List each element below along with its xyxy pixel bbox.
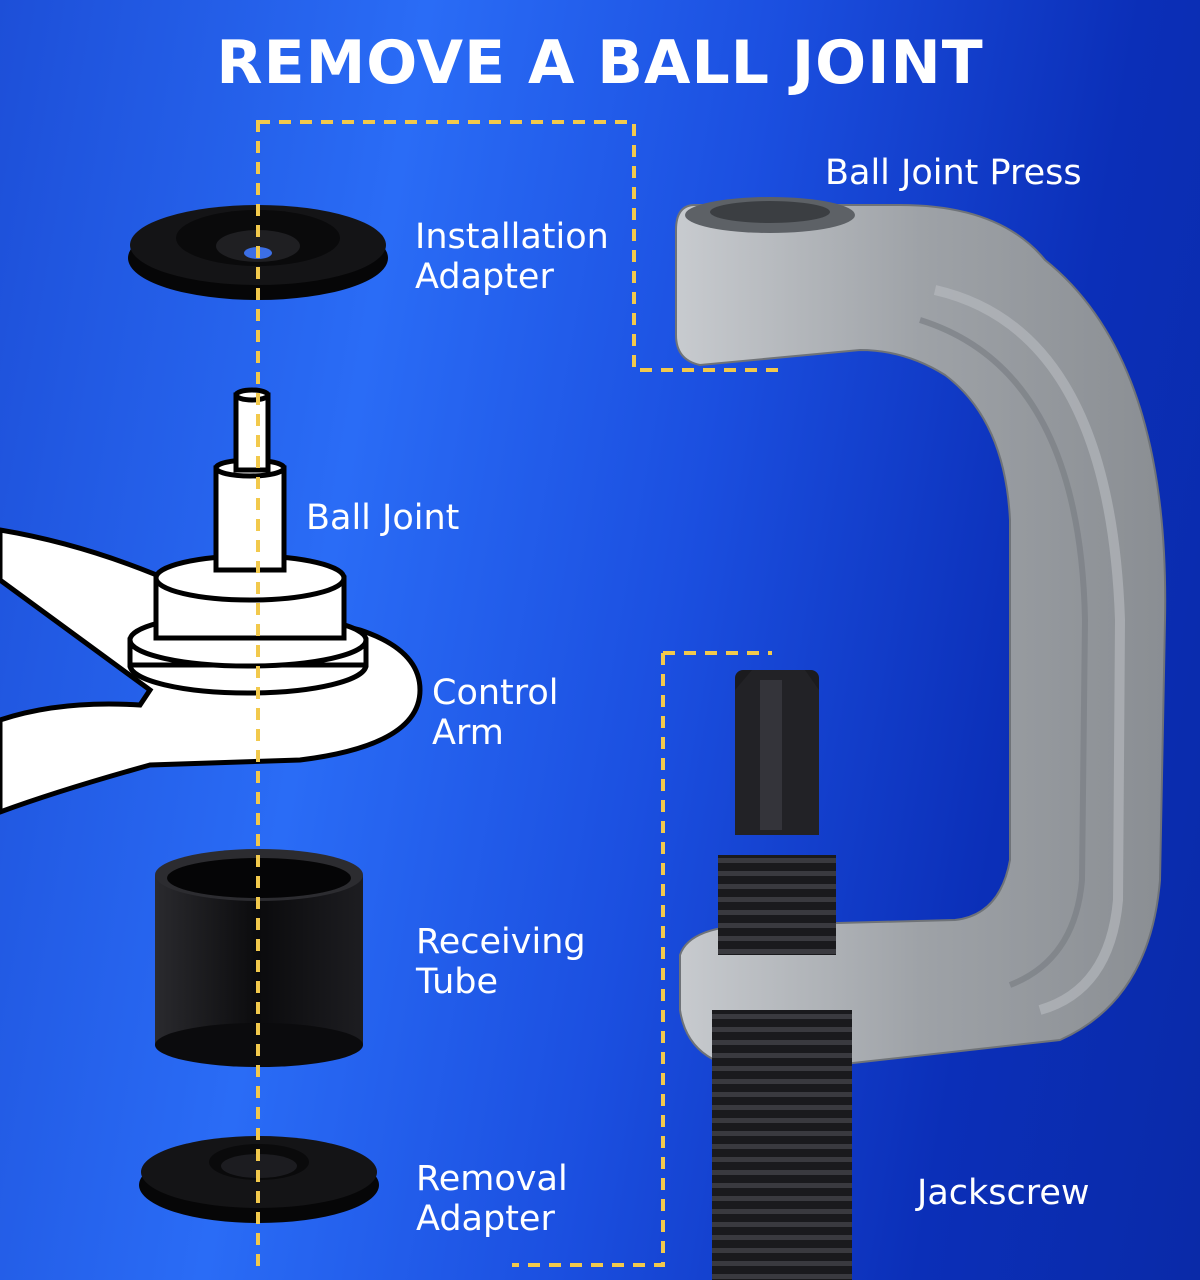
removal-adapter-label-line1: Removal — [416, 1159, 568, 1199]
removal-adapter-label: Removal Adapter — [416, 1159, 568, 1239]
receiving-tube-label-line1: Receiving — [416, 922, 586, 962]
jackscrew-label: Jackscrew — [917, 1173, 1090, 1213]
jackscrew — [712, 670, 852, 1280]
removal-adapter — [139, 1136, 379, 1223]
receiving-tube-label-line2: Tube — [416, 962, 498, 1002]
page-title: REMOVE A BALL JOINT — [216, 28, 984, 98]
installation-adapter-label-line1: Installation — [415, 217, 609, 257]
ball-joint-press-label: Ball Joint Press — [825, 153, 1082, 193]
guide-lines — [256, 120, 778, 1270]
installation-adapter — [128, 205, 388, 300]
ball-joint-label: Ball Joint — [306, 498, 460, 538]
removal-adapter-label-line2: Adapter — [416, 1199, 555, 1239]
control-arm-label-line1: Control — [432, 673, 559, 713]
receiving-tube-label: Receiving Tube — [416, 922, 586, 1002]
ball-joint-outline — [127, 387, 369, 696]
installation-adapter-label-line2: Adapter — [415, 257, 554, 297]
control-arm-label-line2: Arm — [432, 713, 504, 753]
ball-joint-press — [675, 197, 1167, 1072]
control-arm-label: Control Arm — [432, 673, 559, 753]
installation-adapter-label: Installation Adapter — [415, 217, 609, 297]
